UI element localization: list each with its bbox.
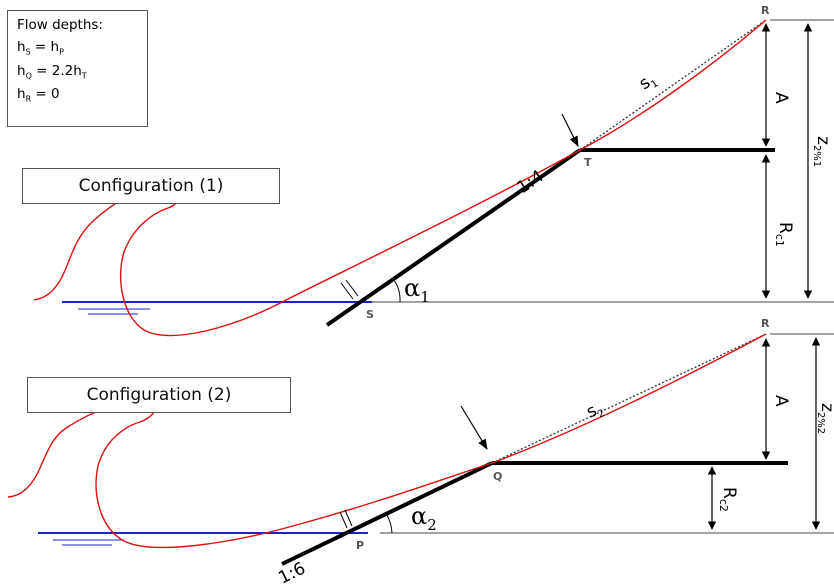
config2-point-top: R [761,317,770,330]
config2-group: R Q P 1:6 α2 s2 A Rc2 z2%2 [7,317,834,586]
config2-slope-label: 1:6 [275,559,308,586]
config2-title-box: Configuration (2) [27,377,291,413]
config2-hatch-a [339,511,348,529]
config1-point-crest: T [584,156,592,169]
config1-crest-label: Rc1 [773,222,795,247]
legend-line-2: hQ = 2.2hT [17,62,87,81]
config2-point-crest: Q [493,470,502,483]
config2-point-toe: P [356,539,364,552]
config1-title-box: Configuration (1) [22,168,280,204]
config1-freeboard-label: A [771,92,791,104]
config1-total-label: z2%1 [811,136,833,167]
flow-depths-legend: Flow depths: hS = hP hQ = 2.2hT hR = 0 [7,10,148,127]
config2-hatch-b [344,509,353,527]
legend-line-3: hR = 0 [17,86,60,105]
config2-slope [281,461,493,566]
config1-angle-arc [393,279,401,303]
config2-freeboard-label: A [771,395,791,407]
config1-title: Configuration (1) [78,176,224,196]
config2-wave-arrow [460,405,488,450]
config2-angle-arc [386,514,393,534]
config2-total-label: z2%2 [815,403,834,434]
config2-runup-label: s2 [583,398,606,424]
config1-slope [325,148,582,327]
legend-title: Flow depths: [17,17,103,33]
config1-runup-profile [33,19,767,337]
config1-slope-extension [579,19,767,151]
config1-hatch-b [345,279,359,297]
config2-angle-label: α2 [411,502,437,534]
config2-slope-extension [491,333,767,464]
config1-wave-arrow [561,113,579,147]
config2-crest-label: Rc2 [717,487,739,512]
config2-title: Configuration (2) [86,385,232,405]
legend-line-1: hS = hP [17,39,64,57]
config1-hatch-a [340,282,354,300]
config1-runup-label: s1 [636,69,661,96]
config1-point-toe: S [366,308,374,321]
config2-runup-profile [7,333,767,549]
config1-angle-label: α1 [404,274,430,306]
config1-point-top: R [761,4,770,17]
